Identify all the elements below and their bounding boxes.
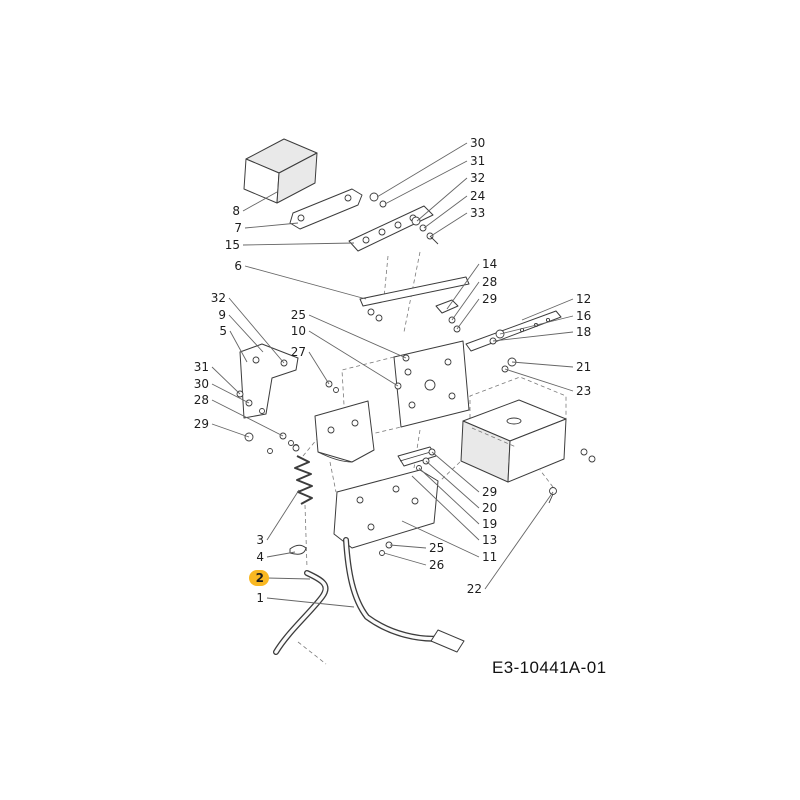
highlight-marker	[249, 570, 269, 586]
leader-line-29	[211, 423, 250, 438]
part-27-bracket	[314, 380, 375, 463]
leader-line-8	[242, 191, 278, 212]
part-14-bracket	[435, 299, 461, 333]
leader-line-29	[431, 451, 480, 493]
leader-line-13	[411, 475, 480, 541]
leader-line-19	[418, 467, 480, 525]
leader-line-1	[266, 597, 355, 608]
leader-line-32	[228, 297, 285, 364]
leader-line-31	[211, 366, 241, 395]
part-5-bracket	[239, 343, 299, 419]
part-2-rod	[273, 570, 329, 655]
part-callout-5: 5	[219, 324, 227, 338]
leader-line-5	[229, 330, 248, 363]
leader-line-25	[389, 544, 427, 549]
part-callout-1: 1	[256, 591, 264, 605]
part-callout-23: 23	[576, 384, 591, 398]
fasteners-left	[236, 390, 299, 454]
part-callout-22: 22	[467, 582, 482, 596]
part-callout-29: 29	[194, 417, 209, 431]
leader-line-20	[425, 460, 480, 509]
part-1-lever	[343, 537, 465, 653]
leader-line-10	[308, 330, 399, 387]
leader-line-30	[376, 142, 468, 198]
part-callout-7: 7	[234, 221, 242, 235]
part-callout-27: 27	[291, 345, 306, 359]
leader-line-24	[423, 195, 468, 229]
part-callout-32: 32	[470, 171, 485, 185]
part-callout-3: 3	[256, 533, 264, 547]
part-callout-14: 14	[482, 257, 497, 271]
part-callout-9: 9	[218, 308, 226, 322]
leader-line-15	[242, 242, 355, 246]
part-callout-8: 8	[232, 204, 240, 218]
part-callout-2: 2	[256, 571, 264, 585]
leader-line-29	[456, 298, 480, 330]
part-7-bracket	[289, 188, 363, 230]
leader-line-12	[521, 298, 574, 321]
part-callout-13: 13	[482, 533, 497, 547]
construction-lines	[297, 251, 567, 665]
part-callout-28: 28	[194, 393, 209, 407]
part-callout-4: 4	[256, 550, 264, 564]
part-11-bracket	[333, 469, 439, 556]
part-12-rail	[465, 310, 562, 373]
part-callout-21: 21	[576, 360, 591, 374]
part-callout-31: 31	[194, 360, 209, 374]
leader-line-18	[492, 331, 574, 342]
part-callout-30: 30	[194, 377, 209, 391]
leader-line-4	[266, 551, 296, 558]
battery-box	[460, 399, 596, 504]
part-callout-25: 25	[291, 308, 306, 322]
leader-line-25	[308, 314, 407, 359]
diagram-code: E3-10441A-01	[492, 658, 607, 677]
part-callout-16: 16	[576, 309, 591, 323]
part-callout-11: 11	[482, 550, 497, 564]
part-callout-15: 15	[225, 238, 240, 252]
part-callout-33: 33	[470, 206, 485, 220]
leader-line-28	[451, 281, 480, 321]
leader-line-14	[446, 263, 480, 310]
leader-line-9	[228, 314, 264, 353]
leader-line-30	[211, 383, 250, 404]
part-3-spring	[292, 444, 313, 505]
leader-line-27	[308, 351, 330, 385]
part-callout-30: 30	[470, 136, 485, 150]
leader-line-21	[511, 361, 574, 368]
part-callout-18: 18	[576, 325, 591, 339]
leader-line-23	[504, 368, 574, 392]
leader-line-28	[211, 399, 284, 437]
part-callout-26: 26	[429, 558, 444, 572]
part-callout-28: 28	[482, 275, 497, 289]
part-callout-31: 31	[470, 154, 485, 168]
leader-line-11	[401, 520, 480, 558]
leader-line-7	[244, 222, 299, 229]
leader-line-3	[266, 489, 300, 541]
leader-line-31	[384, 160, 468, 205]
part-callout-24: 24	[470, 189, 485, 203]
part-callout-25: 25	[429, 541, 444, 555]
leader-line-33	[430, 212, 468, 237]
leader-line-26	[383, 552, 427, 566]
part-8-box	[243, 138, 318, 204]
part-6-bar	[359, 276, 470, 322]
part-callout-32: 32	[211, 291, 226, 305]
part-callout-29: 29	[482, 485, 497, 499]
leader-line-2	[266, 577, 311, 580]
part-10-panel	[393, 340, 470, 428]
part-callout-29: 29	[482, 292, 497, 306]
part-callout-19: 19	[482, 517, 497, 531]
part-callout-20: 20	[482, 501, 497, 515]
part-callout-10: 10	[291, 324, 306, 338]
part-callout-12: 12	[576, 292, 591, 306]
leader-line-16	[499, 315, 574, 335]
leader-line-32	[416, 177, 468, 222]
fasteners-top	[369, 192, 439, 245]
part-callout-6: 6	[234, 259, 242, 273]
leader-line-6	[244, 265, 367, 300]
leader-line-22	[484, 491, 554, 590]
